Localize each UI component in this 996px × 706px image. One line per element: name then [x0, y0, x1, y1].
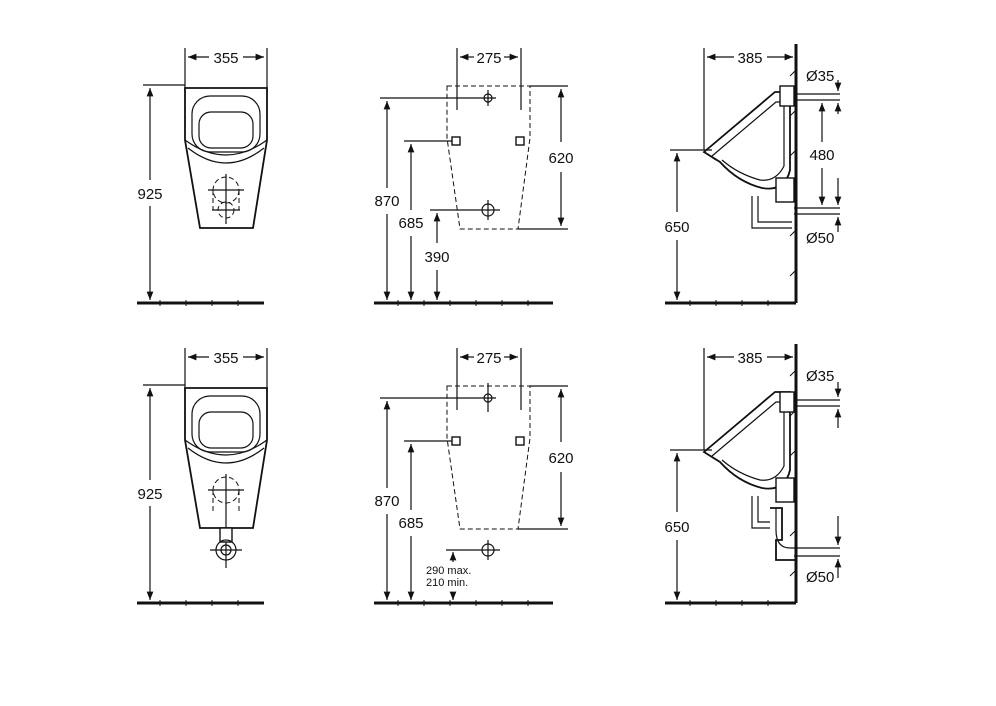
side-view-top: 385 Ø35 480 Ø50 650 — [664, 44, 842, 306]
mount-b-height: 620 — [548, 450, 573, 467]
mounting-view-top: 275 620 870 685 390 — [374, 48, 574, 306]
side-b-inlet: Ø35 — [806, 368, 834, 385]
mount-b-width: 275 — [476, 350, 501, 367]
front-view-bottom: 355 925 — [137, 348, 268, 606]
mount-a-h1: 870 — [374, 193, 399, 210]
mount-b-note-max: 290 max. — [426, 565, 471, 577]
front-a-width: 355 — [213, 50, 238, 67]
mount-b-h1: 870 — [374, 493, 399, 510]
mount-b-note-min: 210 min. — [426, 577, 468, 589]
side-b-height: 650 — [664, 519, 689, 536]
mount-a-h2: 685 — [398, 215, 423, 232]
side-a-inlet: Ø35 — [806, 68, 834, 85]
front-a-height: 925 — [137, 186, 162, 203]
front-view-top: 355 925 — [137, 48, 268, 306]
side-a-spacing: 480 — [809, 147, 834, 164]
mounting-view-bottom: 275 620 870 685 290 max. 210 min. — [374, 348, 574, 606]
mount-b-h2: 685 — [398, 515, 423, 532]
side-a-outlet: Ø50 — [806, 230, 834, 247]
side-a-height: 650 — [664, 219, 689, 236]
side-a-depth: 385 — [737, 50, 762, 67]
front-b-height: 925 — [137, 486, 162, 503]
mount-a-height: 620 — [548, 150, 573, 167]
mount-a-h3: 390 — [424, 249, 449, 266]
side-b-depth: 385 — [737, 350, 762, 367]
side-view-bottom: 385 Ø35 Ø50 650 — [664, 344, 842, 606]
side-b-outlet: Ø50 — [806, 569, 834, 586]
front-b-width: 355 — [213, 350, 238, 367]
mount-a-width: 275 — [476, 50, 501, 67]
